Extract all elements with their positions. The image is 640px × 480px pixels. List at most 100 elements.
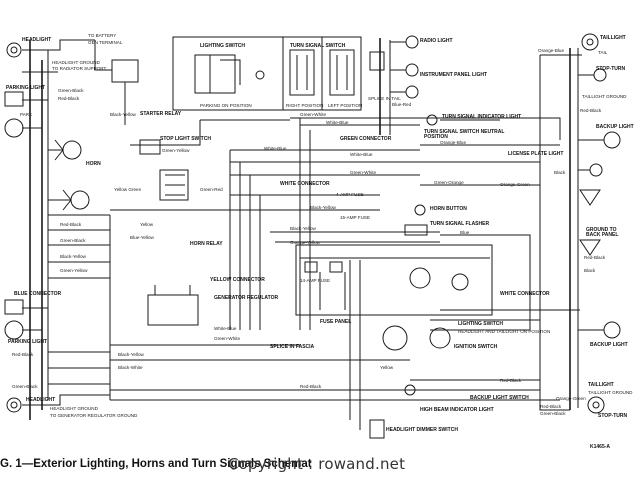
label-headlight-tl: HEADLIGHT [22, 37, 52, 43]
label-horn: HORN [86, 161, 101, 167]
label-backup-light-r: BACKUP LIGHT [590, 342, 628, 348]
label-headlight-ground: HEADLIGHT GROUND [52, 60, 100, 65]
label-ground-to-back-panel: GROUND TO BACK PANEL [586, 227, 619, 238]
label-headlight-bl: HEADLIGHT [26, 397, 56, 403]
label-blue-connector: BLUE CONNECTOR [14, 291, 62, 297]
label-red-black-right: Red-Black [580, 108, 602, 113]
fuse-panel [295, 244, 493, 316]
label-white-blue-4: White-Blue [214, 326, 237, 331]
label-turn-signal-flasher: TURN SIGNAL FLASHER [430, 221, 490, 227]
label-white-blue-2: White-Blue [264, 146, 287, 151]
label-black-white: Black-White [118, 365, 143, 370]
label-black-yellow-1: Black-Yellow [110, 112, 136, 117]
label-license-plate-light: LICENSE PLATE LIGHT [508, 151, 564, 157]
starter-relay [94, 40, 139, 125]
switch-inset [172, 36, 362, 111]
label-headlight-taillight-on: HEADLIGHT AND TAILLIGHT ON POSITION [458, 329, 551, 334]
label-green-white-3: Green-White [214, 336, 241, 341]
label-red-black-left: Red-Black [60, 222, 82, 227]
label-taillight-top: TAILLIGHT [600, 35, 626, 41]
label-backup-light-top: BACKUP LIGHT [596, 124, 634, 130]
horns [48, 139, 90, 211]
label-yellow: Yellow [140, 222, 154, 227]
label-orange-green: Orange-Green [500, 182, 530, 187]
label-headlight-ground-bl: HEADLIGHT GROUND [50, 406, 98, 411]
label-parking-light-tl: PARKING LIGHT [6, 85, 46, 91]
label-green-orange: Green-Orange [434, 180, 464, 185]
label-orange-green-br: Orange-Green [556, 396, 586, 401]
label-red-black-r2: Red-Black [584, 255, 606, 260]
dash-components [369, 204, 451, 439]
label-to-radiator-support: TO RADIATOR SUPPORT [52, 66, 107, 71]
label-turn-signal-switch-inset: TURN SIGNAL SWITCH [290, 43, 346, 49]
right-harness [539, 48, 604, 411]
label-blue: Blue [460, 230, 470, 235]
label-radio-light: RADIO LIGHT [420, 38, 453, 44]
label-red-black-1: Red-Black [58, 96, 80, 101]
label-blue-yellow: Blue-Yellow [130, 235, 154, 240]
label-horn-button: HORN BUTTON [430, 206, 467, 212]
copyright-watermark: Copyright : rowand.net [228, 455, 406, 473]
label-yellow-connector: YELLOW CONNECTOR [210, 277, 265, 283]
label-high-beam-indicator: HIGH BEAM INDICATOR LIGHT [420, 407, 494, 413]
label-red-black-b2: Red-Black [500, 378, 522, 383]
label-black: Black [554, 170, 566, 175]
label-green-black-2: Green-Black [60, 238, 86, 243]
label-instrument-panel-light: INSTRUMENT PANEL LIGHT [420, 72, 488, 78]
label-green-black-1: Green-Black [58, 88, 84, 93]
label-red-black-b: Red-Black [300, 384, 322, 389]
label-stop-turn-br: STOP-TURN [598, 413, 628, 419]
label-green-yellow: Green-Yellow [162, 148, 190, 153]
label-taillight-br: TAILLIGHT [588, 382, 614, 388]
label-green-connector: GREEN CONNECTOR [340, 136, 392, 142]
label-white-blue-1: White-Blue [326, 120, 349, 125]
label-turn-indicator-light: TURN SIGNAL INDICATOR LIGHT [442, 114, 522, 120]
label-right-position: RIGHT POSITION [286, 103, 324, 108]
label-orange-blue-top: Orange-Blue [538, 48, 565, 53]
main-wiring [109, 117, 580, 430]
label-amp-fuse-15: 15-AMP FUSE [340, 215, 371, 220]
label-headlight-dimmer: HEADLIGHT DIMMER SWITCH [386, 427, 458, 433]
label-park: PARK [20, 112, 33, 117]
label-orange-yellow: Orange-Yellow [290, 240, 320, 245]
label-white-connector: WHITE CONNECTOR [280, 181, 330, 187]
left-harness [22, 39, 110, 420]
label-red-black-bl: Red-Black [12, 352, 34, 357]
label-green-black-br: Green-Black [540, 411, 566, 416]
label-splice-in-fascia: SPLICE IN FASCIA [270, 344, 315, 350]
label-starter-relay: STARTER RELAY [140, 111, 182, 117]
label-generator-regulator: GENERATOR REGULATOR [214, 295, 279, 301]
label-orange-blue-mid: Orange-Blue [440, 140, 467, 145]
label-parking-light-bl: PARKING LIGHT [8, 339, 48, 345]
label-amp-fuse-14: 14-AMP FUSE [300, 278, 331, 283]
label-black-yellow-5: Black-Yellow [118, 352, 144, 357]
right-rear-lamps [579, 33, 621, 414]
label-splice-in-tail: SPLICE IN TAIL [368, 96, 401, 101]
label-stop-light-switch: STOP LIGHT SWITCH [160, 136, 211, 142]
label-to-battery: TO BATTERY [88, 33, 117, 38]
label-black-r: Black [584, 268, 596, 273]
label-amp-fuse-top: 4-AMP FUSE [336, 192, 364, 197]
drawing-number: K1465-A [590, 444, 611, 450]
label-yellow-b: Yellow [380, 365, 394, 370]
label-green-white-2: Green-White [350, 170, 377, 175]
label-backup-light-switch: BACKUP LIGHT SWITCH [470, 395, 529, 401]
label-fuse-panel: FUSE PANEL [320, 319, 352, 325]
label-taillight-ground-br: TAILLIGHT GROUND [588, 390, 633, 395]
stop-light-switch [139, 139, 189, 201]
label-lighting-switch-inset: LIGHTING SWITCH [200, 43, 245, 49]
label-tail: TAIL [598, 50, 608, 55]
label-yellow-green: Yellow Green [114, 187, 142, 192]
label-black-yellow-3: Black-Yellow [60, 254, 86, 259]
label-red-black-br: Red-Black [540, 404, 562, 409]
generator-regulator [147, 285, 199, 326]
label-horn-relay: HORN RELAY [190, 241, 223, 247]
label-blue-red: Blue-Red [392, 102, 412, 107]
label-white-blue-3: White-Blue [350, 152, 373, 157]
label-left-position: LEFT POSITION [328, 103, 363, 108]
label-white-connector-r: WHITE CONNECTOR [500, 291, 550, 297]
label-stop-turn-top: STOP-TURN [596, 66, 626, 72]
label-parking-on-position: PARKING ON POSITION [200, 103, 252, 108]
